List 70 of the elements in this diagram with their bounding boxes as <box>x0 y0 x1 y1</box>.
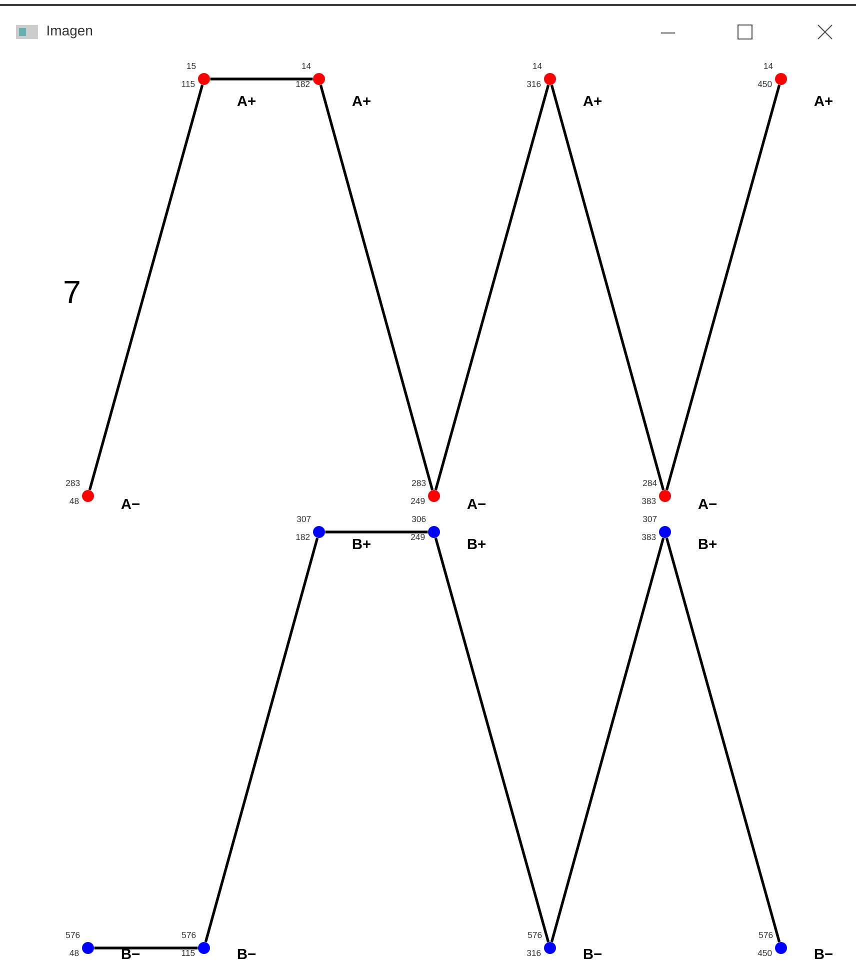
point-label: A+ <box>814 96 832 106</box>
point-label: A+ <box>237 96 256 106</box>
coordinate-label: 115 <box>182 950 195 956</box>
point-label: B+ <box>698 538 716 550</box>
coordinate-label: 284 <box>643 480 657 486</box>
point-label: B− <box>122 948 140 960</box>
coordinate-label: 14 <box>302 63 311 69</box>
connecting-line <box>88 84 204 490</box>
coordinate-label: 383 <box>642 534 656 540</box>
coordinate-label: 115 <box>182 80 195 88</box>
connecting-line <box>434 538 550 942</box>
point-label: B+ <box>468 538 486 550</box>
connecting-line <box>665 84 781 490</box>
point-label: A+ <box>583 96 602 106</box>
coordinate-label: 182 <box>296 534 310 540</box>
point-marker <box>659 526 671 538</box>
connecting-line <box>94 946 198 950</box>
coordinate-label: 576 <box>66 932 80 938</box>
point-label: A+ <box>352 96 370 106</box>
coordinate-label: 14 <box>533 63 542 69</box>
point-label: B− <box>238 948 256 960</box>
point-label: A− <box>121 498 140 510</box>
point-label: A− <box>698 498 716 510</box>
coordinate-label: 316 <box>526 80 541 88</box>
point-marker <box>198 942 210 954</box>
point-marker <box>313 73 325 85</box>
point-marker <box>775 73 787 85</box>
coordinate-label: 576 <box>758 932 773 938</box>
coordinate-label: 450 <box>758 950 772 956</box>
coordinate-label: 283 <box>412 480 426 486</box>
point-marker <box>544 942 556 954</box>
connecting-line <box>434 84 550 490</box>
point-marker <box>659 490 671 502</box>
point-marker <box>544 73 556 85</box>
point-marker <box>198 73 210 85</box>
connecting-line <box>204 538 319 942</box>
connecting-line <box>550 538 665 942</box>
connecting-line <box>319 84 434 490</box>
point-label: A− <box>467 498 486 510</box>
coordinate-label: 48 <box>70 498 79 504</box>
coordinate-label: 450 <box>758 80 772 88</box>
point-marker <box>775 942 787 954</box>
coordinate-label: 182 <box>296 80 310 88</box>
point-marker <box>428 526 440 538</box>
point-marker <box>82 490 94 502</box>
coordinate-label: 14 <box>764 63 773 69</box>
coordinate-label: 307 <box>296 516 311 522</box>
connecting-line <box>550 84 665 490</box>
coordinate-label: 249 <box>411 534 425 540</box>
coordinate-label: 306 <box>412 516 426 522</box>
point-label: B+ <box>352 538 370 550</box>
coordinate-label: 383 <box>642 498 656 504</box>
coordinate-label: 307 <box>642 516 657 522</box>
connecting-line <box>665 538 781 942</box>
point-marker <box>82 942 94 954</box>
window-title: Imagen <box>48 26 92 38</box>
coordinate-label: 15 <box>187 62 196 70</box>
connecting-line <box>210 78 313 80</box>
point-marker <box>313 526 325 538</box>
point-label: B− <box>814 948 832 960</box>
coordinate-label: 48 <box>70 950 79 956</box>
step-number: 7 <box>64 281 80 303</box>
coordinate-label: 576 <box>182 932 196 938</box>
coordinate-label: 316 <box>526 950 541 956</box>
coordinate-label: 249 <box>411 498 425 504</box>
coordinate-label: 576 <box>528 932 542 938</box>
connecting-line <box>325 530 428 534</box>
coordinate-label: 283 <box>66 480 80 486</box>
point-marker <box>428 490 440 502</box>
point-label: B− <box>584 948 602 960</box>
